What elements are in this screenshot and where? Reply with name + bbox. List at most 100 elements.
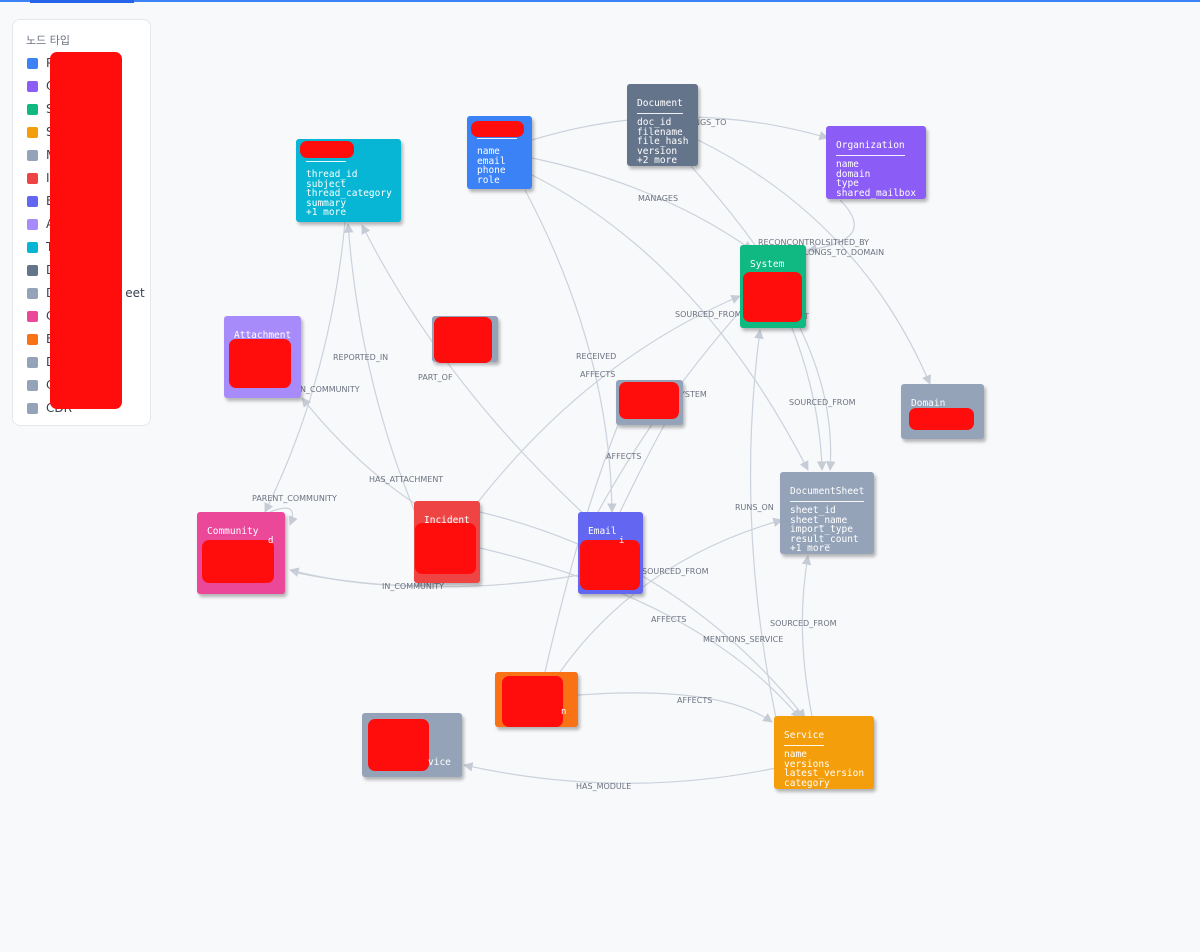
- edge-label: SOURCED_FROM: [642, 567, 709, 576]
- node-field: latest_version: [784, 768, 865, 779]
- edge-doc-system[interactable]: [689, 164, 756, 246]
- edge-event-service[interactable]: [577, 692, 773, 723]
- edge-label: IN_COMMUNITY: [382, 582, 444, 591]
- edge-manages[interactable]: [531, 157, 753, 251]
- node-field: phone: [477, 165, 506, 176]
- edge-label: MANAGES: [638, 194, 678, 203]
- edge-label: AFFECTS: [606, 452, 641, 461]
- redaction-block: [415, 523, 476, 574]
- node-field: type: [836, 178, 859, 189]
- edge-email-community[interactable]: [291, 571, 581, 588]
- edge-incident-system[interactable]: [477, 294, 741, 503]
- legend-label: S: [46, 125, 54, 139]
- legend-item[interactable]: P: [27, 55, 53, 71]
- edge-system-docsheet-1[interactable]: [791, 327, 827, 471]
- edge-label: LONGS_TO_DOMAIN: [804, 248, 884, 257]
- node-field: domain: [836, 168, 871, 180]
- edge-org-system[interactable]: [807, 199, 855, 254]
- node-fragment-text: T: [804, 312, 809, 321]
- top-accent-line: [0, 0, 1200, 2]
- legend-swatch: [27, 402, 38, 414]
- legend-label: T: [46, 240, 53, 254]
- legend-swatch: [27, 264, 38, 276]
- redaction-block: [502, 676, 563, 727]
- node-fragment-text: vice: [428, 757, 451, 768]
- edge-person-email[interactable]: [524, 189, 617, 513]
- edge-incident-thread[interactable]: [343, 223, 416, 513]
- legend-label: P: [46, 56, 53, 70]
- edge-thread-community[interactable]: [264, 221, 346, 513]
- node-field: name: [784, 749, 807, 760]
- active-tab-indicator[interactable]: [30, 0, 134, 3]
- legend-swatch: [27, 126, 38, 138]
- legend-label: S: [46, 102, 54, 116]
- redaction-block: [202, 540, 274, 583]
- node-field: file_hash: [637, 136, 689, 147]
- edge-label: RUNS_ON: [735, 503, 774, 512]
- node-field: version: [637, 145, 678, 157]
- legend-title: 노드 타입: [26, 34, 70, 47]
- legend-swatch: [27, 218, 38, 230]
- redaction-block: [471, 121, 524, 137]
- redaction-block: [229, 339, 291, 388]
- redaction-block: [743, 272, 802, 322]
- redaction-block: [50, 52, 122, 409]
- edge-label: SOURCED_FROM: [789, 398, 856, 407]
- edge-person-docsheet[interactable]: [531, 174, 809, 471]
- node-field: category: [784, 777, 830, 789]
- edge-incident-service[interactable]: [479, 547, 801, 719]
- edge-label: AFFECTS: [677, 696, 712, 705]
- legend-item[interactable]: T: [27, 239, 53, 255]
- node-field: doc_id: [637, 117, 672, 128]
- redaction-block: [300, 141, 354, 158]
- node-title: [477, 123, 517, 139]
- legend-swatch: [27, 287, 38, 299]
- edge-email-thread[interactable]: [361, 224, 586, 516]
- legend-item[interactable]: E: [27, 331, 54, 347]
- legend-swatch: [27, 310, 38, 322]
- edge-doc-domain[interactable]: [697, 139, 932, 385]
- node-field: +1 more: [790, 543, 831, 554]
- edge-service-docsheet[interactable]: [801, 555, 813, 717]
- edge-label: PARENT_COMMUNITY: [252, 494, 337, 503]
- node-field: email: [477, 155, 506, 167]
- edge-service-subservice[interactable]: [463, 762, 777, 784]
- node-title: Service: [784, 730, 825, 746]
- node-field: versions: [784, 758, 830, 770]
- legend-swatch: [27, 356, 38, 368]
- edge-service-system[interactable]: [749, 329, 777, 719]
- edge-label: N_COMMUNITY: [300, 385, 360, 394]
- legend-swatch: [27, 57, 38, 69]
- edge-event-docsheet[interactable]: [559, 517, 783, 673]
- edge-label: SOURCED_FROM: [770, 619, 837, 628]
- edge-label: HAS_ATTACHMENT: [369, 475, 443, 484]
- node-field: +2 more: [637, 155, 678, 166]
- node-fragment-text: i: [619, 536, 625, 546]
- legend-label: E: [46, 332, 54, 346]
- redaction-block: [368, 719, 429, 771]
- legend-item[interactable]: S: [27, 101, 54, 117]
- edge-email-sysnode[interactable]: [619, 423, 666, 513]
- edge-incident-email[interactable]: [479, 511, 806, 719]
- edge-community-self[interactable]: [269, 507, 298, 526]
- edge-system-docsheet-2[interactable]: [799, 327, 836, 471]
- legend-item[interactable]: E: [27, 193, 54, 209]
- edge-label: AFFECTS: [651, 615, 686, 624]
- edge-label: SOURCED_FROM: [675, 310, 742, 319]
- edge-incident-attachment[interactable]: [301, 397, 426, 511]
- edge-label: RECEIVED: [576, 352, 616, 361]
- legend-item[interactable]: S: [27, 124, 54, 140]
- edge-label: HAS_MODULE: [576, 782, 631, 791]
- node-type-legend: 노드 타입 POSSMInEATDDeetCEDCCDR: [12, 19, 151, 426]
- node-fragment-text: n: [561, 707, 567, 717]
- legend-swatch: [27, 103, 38, 115]
- node-field: filename: [637, 126, 683, 138]
- edge-label: AFFECTS: [580, 370, 615, 379]
- node-field: subject: [306, 178, 347, 190]
- redaction-block: [434, 317, 492, 363]
